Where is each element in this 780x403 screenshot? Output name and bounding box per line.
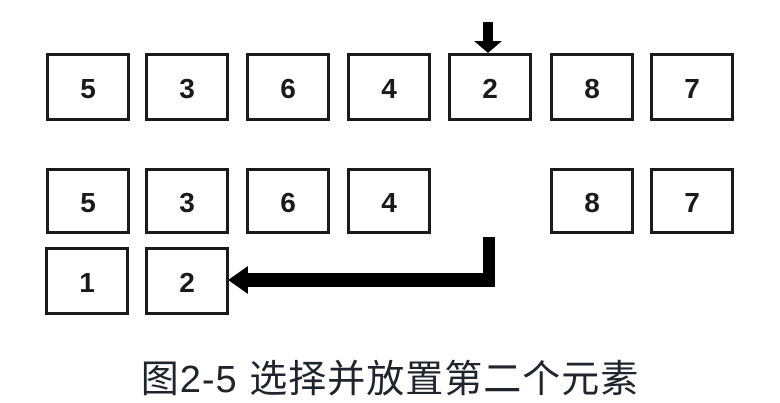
figure-caption: 图2-5 选择并放置第二个元素 — [140, 359, 640, 401]
array-cell: 6 — [246, 168, 330, 234]
cell-value: 7 — [684, 187, 700, 218]
cell-value: 6 — [280, 187, 296, 218]
array-cell: 5 — [46, 168, 130, 234]
sorted-cell: 1 — [45, 247, 129, 315]
array-cell: 3 — [145, 168, 229, 234]
array-cell: 4 — [347, 53, 431, 121]
sorted-cell-target: 2 — [145, 247, 229, 315]
array-cell: 3 — [145, 53, 229, 121]
elbow-arrow-icon — [228, 266, 248, 294]
cell-value: 8 — [584, 73, 600, 104]
cell-value: 2 — [482, 73, 498, 104]
down-arrow-icon — [474, 41, 502, 53]
cell-value: 1 — [79, 267, 95, 298]
cell-value: 2 — [179, 267, 195, 298]
cell-value: 8 — [584, 187, 600, 218]
cell-value: 4 — [381, 187, 397, 218]
array-cell: 7 — [650, 53, 734, 121]
cell-value: 3 — [179, 73, 195, 104]
array-cell: 4 — [347, 168, 431, 234]
array-cell: 7 — [650, 168, 734, 234]
cell-value: 3 — [179, 187, 195, 218]
array-cell-selected: 2 — [448, 53, 532, 121]
cell-value: 6 — [280, 73, 296, 104]
array-cell: 6 — [246, 53, 330, 121]
elbow-arrow-icon — [246, 273, 495, 287]
cell-value: 5 — [80, 187, 96, 218]
down-arrow-icon — [483, 22, 493, 41]
array-cell: 5 — [46, 53, 130, 121]
array-cell: 8 — [550, 168, 634, 234]
cell-value: 4 — [381, 73, 397, 104]
array-cell: 8 — [550, 53, 634, 121]
cell-value: 5 — [80, 73, 96, 104]
cell-value: 7 — [684, 73, 700, 104]
